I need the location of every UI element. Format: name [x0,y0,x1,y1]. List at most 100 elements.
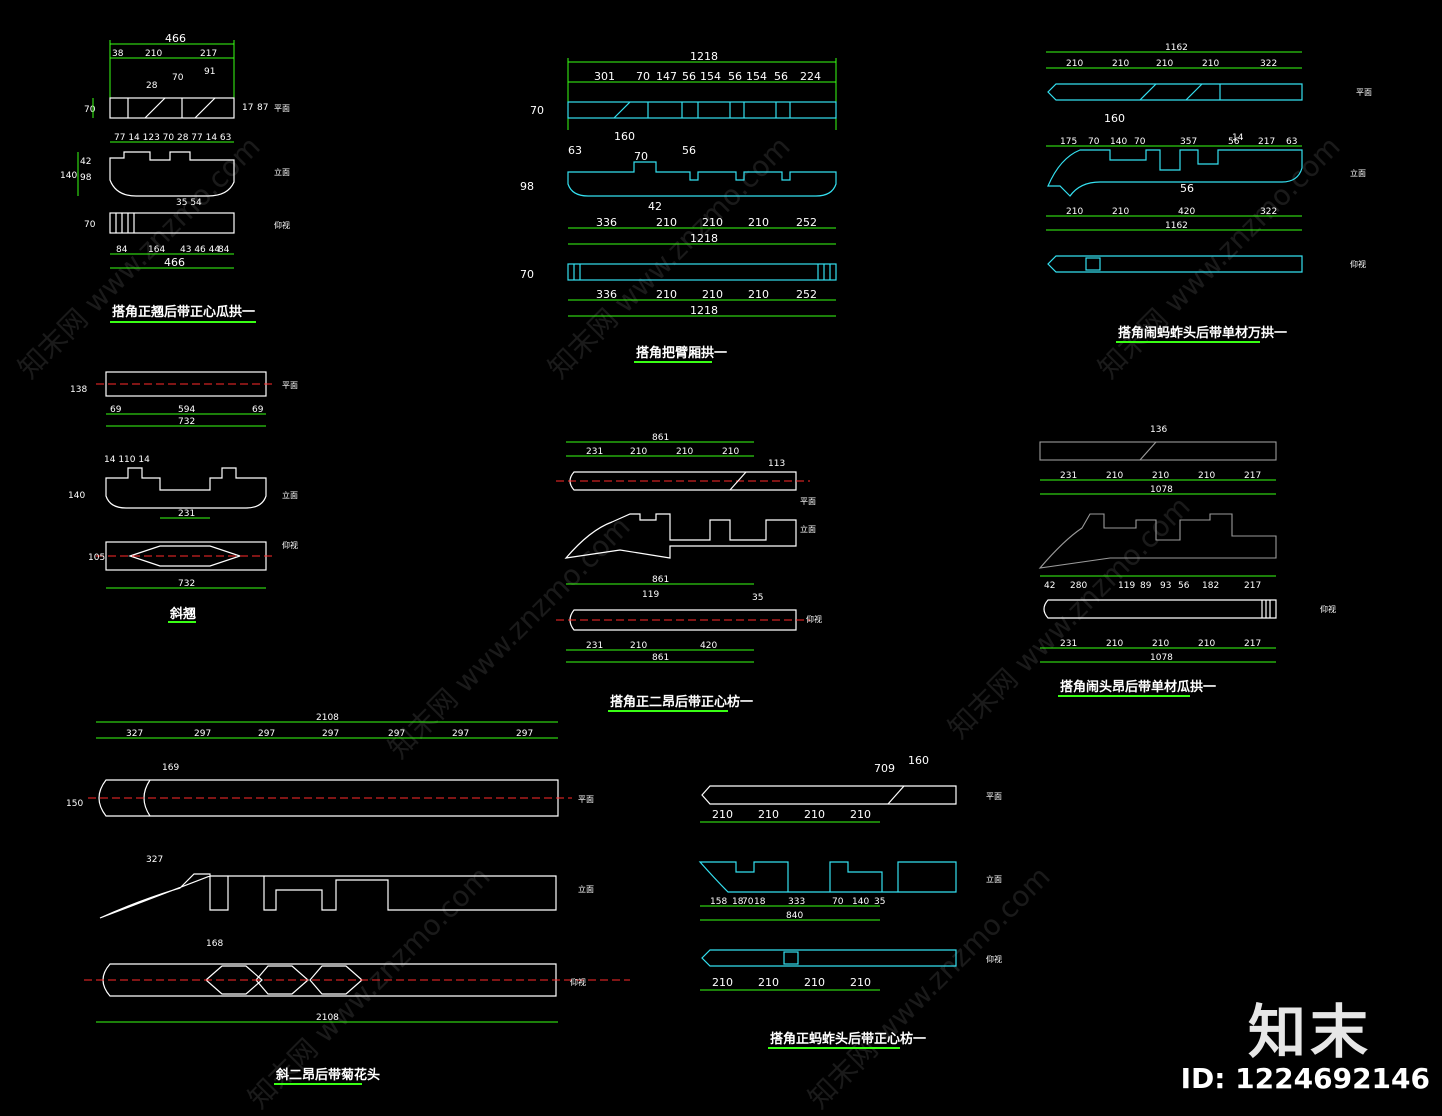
view-tag: 立面 [1350,168,1366,178]
dim-label: 336 [596,216,617,229]
dim-label: 861 [652,575,669,585]
view-tag: 立面 [274,167,290,177]
drawing-title: 搭角正蚂蚱头后带正心枋一 [770,1031,926,1047]
dim-label: 56 [682,70,696,83]
dim-label: 210 [850,976,871,989]
dim-label: 56 [1180,182,1194,195]
dim-label: 70 [520,268,534,281]
dim-label: 35 [874,897,885,907]
part-bottom-view [109,212,235,234]
dim-label: 70 [530,104,544,117]
dim-label: 175 [1060,137,1077,147]
dim-label: 297 [258,729,275,739]
watermark-text: 知末网 www.znzmo.com [382,510,637,765]
dim-label: 217 [1244,581,1261,591]
view-tag: 立面 [282,490,298,500]
part-bottom-view [102,963,557,997]
dim-label: 69 [252,405,264,415]
dim-label: 297 [452,729,469,739]
dim-label: 87 [257,103,268,113]
dim-label: 210 [1152,639,1169,649]
dim-label: 169 [162,763,179,773]
dim-label: 28 [146,81,158,91]
view-tag: 平面 [282,381,298,390]
dim-label: 217 [1244,471,1261,481]
part-bottom-view [701,949,957,967]
drawing-title: 搭角把臂厢拱一 [636,345,727,361]
view-tag: 平面 [986,792,1002,801]
drawing-title: 搭角正翘后带正心瓜拱一 [112,304,255,320]
dim-label: 210 [1156,59,1173,69]
view-tag: 平面 [274,104,290,113]
dim-label: 42 [80,157,91,167]
drawing-4: 平面 138 69 594 69 732 14 110 14 立面 140 23… [68,371,298,623]
part-bottom-view [569,609,797,631]
dim-label: 301 [594,70,615,83]
dim-label: 98 [520,180,534,193]
dim-label: 322 [1260,59,1277,69]
dim-label: 420 [1178,207,1195,217]
dim-label: 70 [84,220,96,230]
dim-label: 56 [774,70,788,83]
dim-label: 217 [1244,639,1261,649]
drawing-title: 搭角正二昂后带正心枋一 [610,694,753,710]
part-plan-view [701,785,957,805]
dim-label: 252 [796,216,817,229]
dim-label: 210 [1112,59,1129,69]
dim-label: 43 46 44 [180,245,220,255]
dim-label: 210 [1198,471,1215,481]
dim-label: 217 [200,49,217,59]
drawing-2: 1218 301 70 147 56 154 56 154 56 224 70 … [520,50,837,363]
drawing-1: 466 38 210 217 28 70 91 70 17 87 平面 77 1… [60,32,290,323]
dim-label: 840 [786,911,803,921]
dim-label: 594 [178,405,195,415]
dim-label: 210 [804,808,825,821]
dim-label: 231 [1060,639,1077,649]
part-elevation-view [698,861,957,893]
dim-label: 70 [832,897,844,907]
dim-label: 140 [68,491,85,501]
dim-label: 357 [1180,137,1197,147]
watermark-layer: 知末网 www.znzmo.com 知末网 www.znzmo.com 知末网 … [12,130,1347,1115]
part-plan-view [98,779,559,817]
dim-label: 1078 [1150,485,1173,495]
view-tag: 平面 [1356,88,1372,97]
dim-label: 224 [800,70,821,83]
drawing-title: 斜翘 [169,606,196,622]
dim-label: 93 [1160,581,1171,591]
dim-label: 89 [1140,581,1152,591]
dim-label: 164 [148,245,165,255]
dim-label: 119 [642,590,659,600]
dim-label: 210 [1066,207,1083,217]
dim-label: 327 [126,729,143,739]
dim-label: 217 [1258,137,1275,147]
dim-label: 420 [700,641,717,651]
dim-label: 147 [656,70,677,83]
dim-label: 210 [630,641,647,651]
dim-label: 1162 [1165,221,1188,231]
drawing-title: 斜二昂后带菊花头 [275,1067,380,1083]
dim-label: 14 [1232,133,1244,143]
view-tag: 仰视 [570,977,586,987]
part-plan-view [109,97,235,119]
dim-label: 1218 [690,304,718,317]
dim-label: 42 [648,200,662,213]
dim-label: 140 [1110,137,1127,147]
dim-label: 35 54 [176,198,202,208]
view-tag: 平面 [800,497,816,506]
view-tag: 仰视 [986,954,1002,964]
view-tag: 仰视 [282,540,298,550]
dim-label: 56 [1178,581,1190,591]
dim-label: 210 [702,288,723,301]
dim-label: 160 [1104,112,1125,125]
dim-label: 280 [1070,581,1087,591]
dim-label: 210 [748,288,769,301]
dim-label: 105 [88,553,105,563]
part-elevation-view [567,161,837,197]
part-elevation-view [1047,149,1303,197]
dim-label: 119 [1118,581,1135,591]
dim-label: 158 [710,897,727,907]
dim-label: 56 [728,70,742,83]
dim-label: 210 [712,808,733,821]
dim-label: 210 [804,976,825,989]
